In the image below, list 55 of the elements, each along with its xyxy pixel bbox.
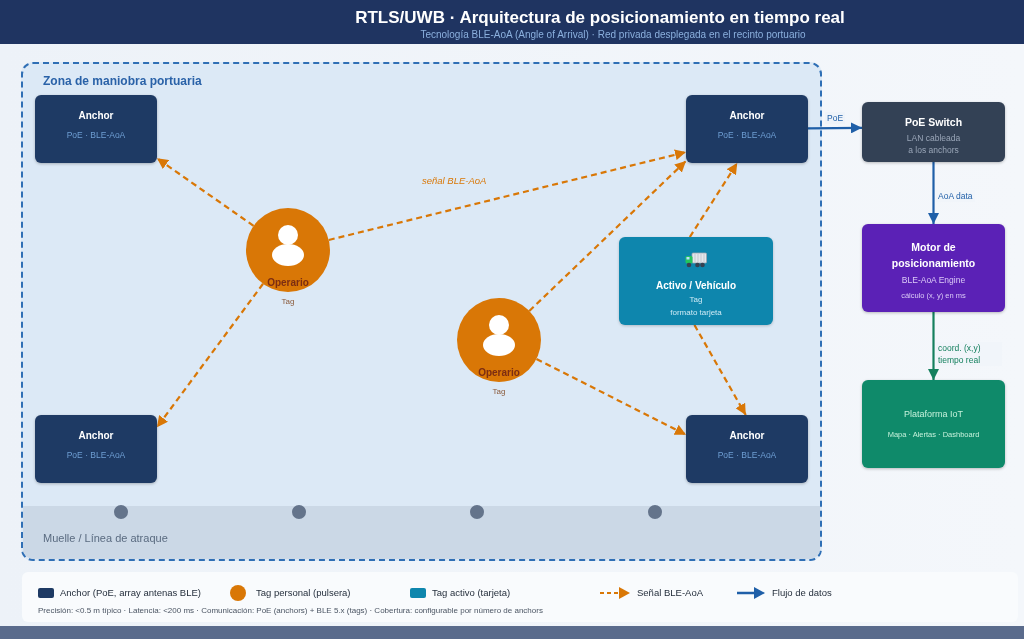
edge-label: PoE [825, 112, 846, 124]
tag-caption: Tag [492, 387, 506, 397]
node-title: Motor de posicionamiento [890, 240, 977, 271]
node-subtitle: PoE · BLE-AoA [717, 450, 777, 461]
dashed-arrow [535, 358, 687, 436]
node-title: Plataforma IoT [904, 408, 963, 420]
dashed-arrow [156, 283, 264, 428]
anchor-node [686, 415, 808, 483]
node-subtitle: Tag [689, 294, 703, 305]
quay-band [23, 506, 820, 559]
node-title: PoE Switch [904, 116, 963, 129]
zone-title: Zona de maniobra portuaria [43, 74, 202, 88]
node-subtitle: PoE · BLE-AoA [66, 450, 126, 461]
legend-label: Tag personal (pulsera) [256, 587, 351, 599]
arrow [928, 162, 939, 224]
node-subtitle: LAN cableada a los anchors [905, 132, 962, 156]
node-title: Anchor [729, 430, 765, 442]
dashed-arrow [693, 324, 747, 416]
dashed-arrow [688, 162, 739, 238]
node-title: Operario [478, 367, 520, 379]
dashed-arrow [156, 157, 255, 227]
maneuver-zone [21, 62, 822, 561]
node-subtitle: BLE-AoA Engine [901, 274, 966, 286]
tag-caption: Tag [281, 297, 295, 307]
legend-label: Flujo de datos [772, 587, 832, 599]
anchor-node [686, 95, 808, 163]
operator-tag-circle [457, 298, 541, 382]
anchor-node [35, 95, 157, 163]
node-title: Anchor [78, 430, 114, 442]
anchor-node [35, 415, 157, 483]
asset-tag-card [619, 237, 773, 325]
network-switch-node [862, 102, 1005, 162]
edge-label: señal BLE-AoA [420, 175, 489, 187]
edge-label: AoA data [936, 190, 975, 202]
dashed-arrow [328, 149, 687, 242]
iot-platform-node [862, 380, 1005, 468]
node-title: Anchor [729, 110, 765, 122]
diagram-title: RTLS/UWB · Arquitectura de posicionamiento en tiempo real [355, 8, 845, 28]
diagram-subtitle: Tecnología BLE-AoA (Angle of Arrival) · Red privada desplegada en el recinto portuario [420, 29, 806, 41]
legend-label: Señal BLE-AoA [637, 587, 703, 599]
node-subtitle: PoE · BLE-AoA [717, 130, 777, 141]
node-subtitle: PoE · BLE-AoA [66, 130, 126, 141]
arrow [808, 122, 862, 134]
arrow [928, 312, 939, 380]
legend-label: Anchor (PoE, array antenas BLE) [60, 587, 201, 599]
quay-label: Muelle / Línea de atraque [43, 532, 168, 545]
dashed-arrow [528, 160, 687, 312]
legend-label: Tag activo (tarjeta) [432, 587, 511, 599]
node-title: Operario [267, 277, 309, 289]
node-title: Anchor [78, 110, 114, 122]
footnote: Precisión: <0.5 m típico · Latencia: <200 ms · Comunicación: PoE (anchors) + BLE 5.x (tags) · Cobertura: configurable por número de anchors [38, 606, 543, 616]
operator-tag-circle [246, 208, 330, 292]
node-title: Activo / Vehículo [656, 280, 736, 292]
node-subtitle: formato tarjeta [670, 307, 722, 318]
positioning-engine-node [862, 224, 1005, 312]
